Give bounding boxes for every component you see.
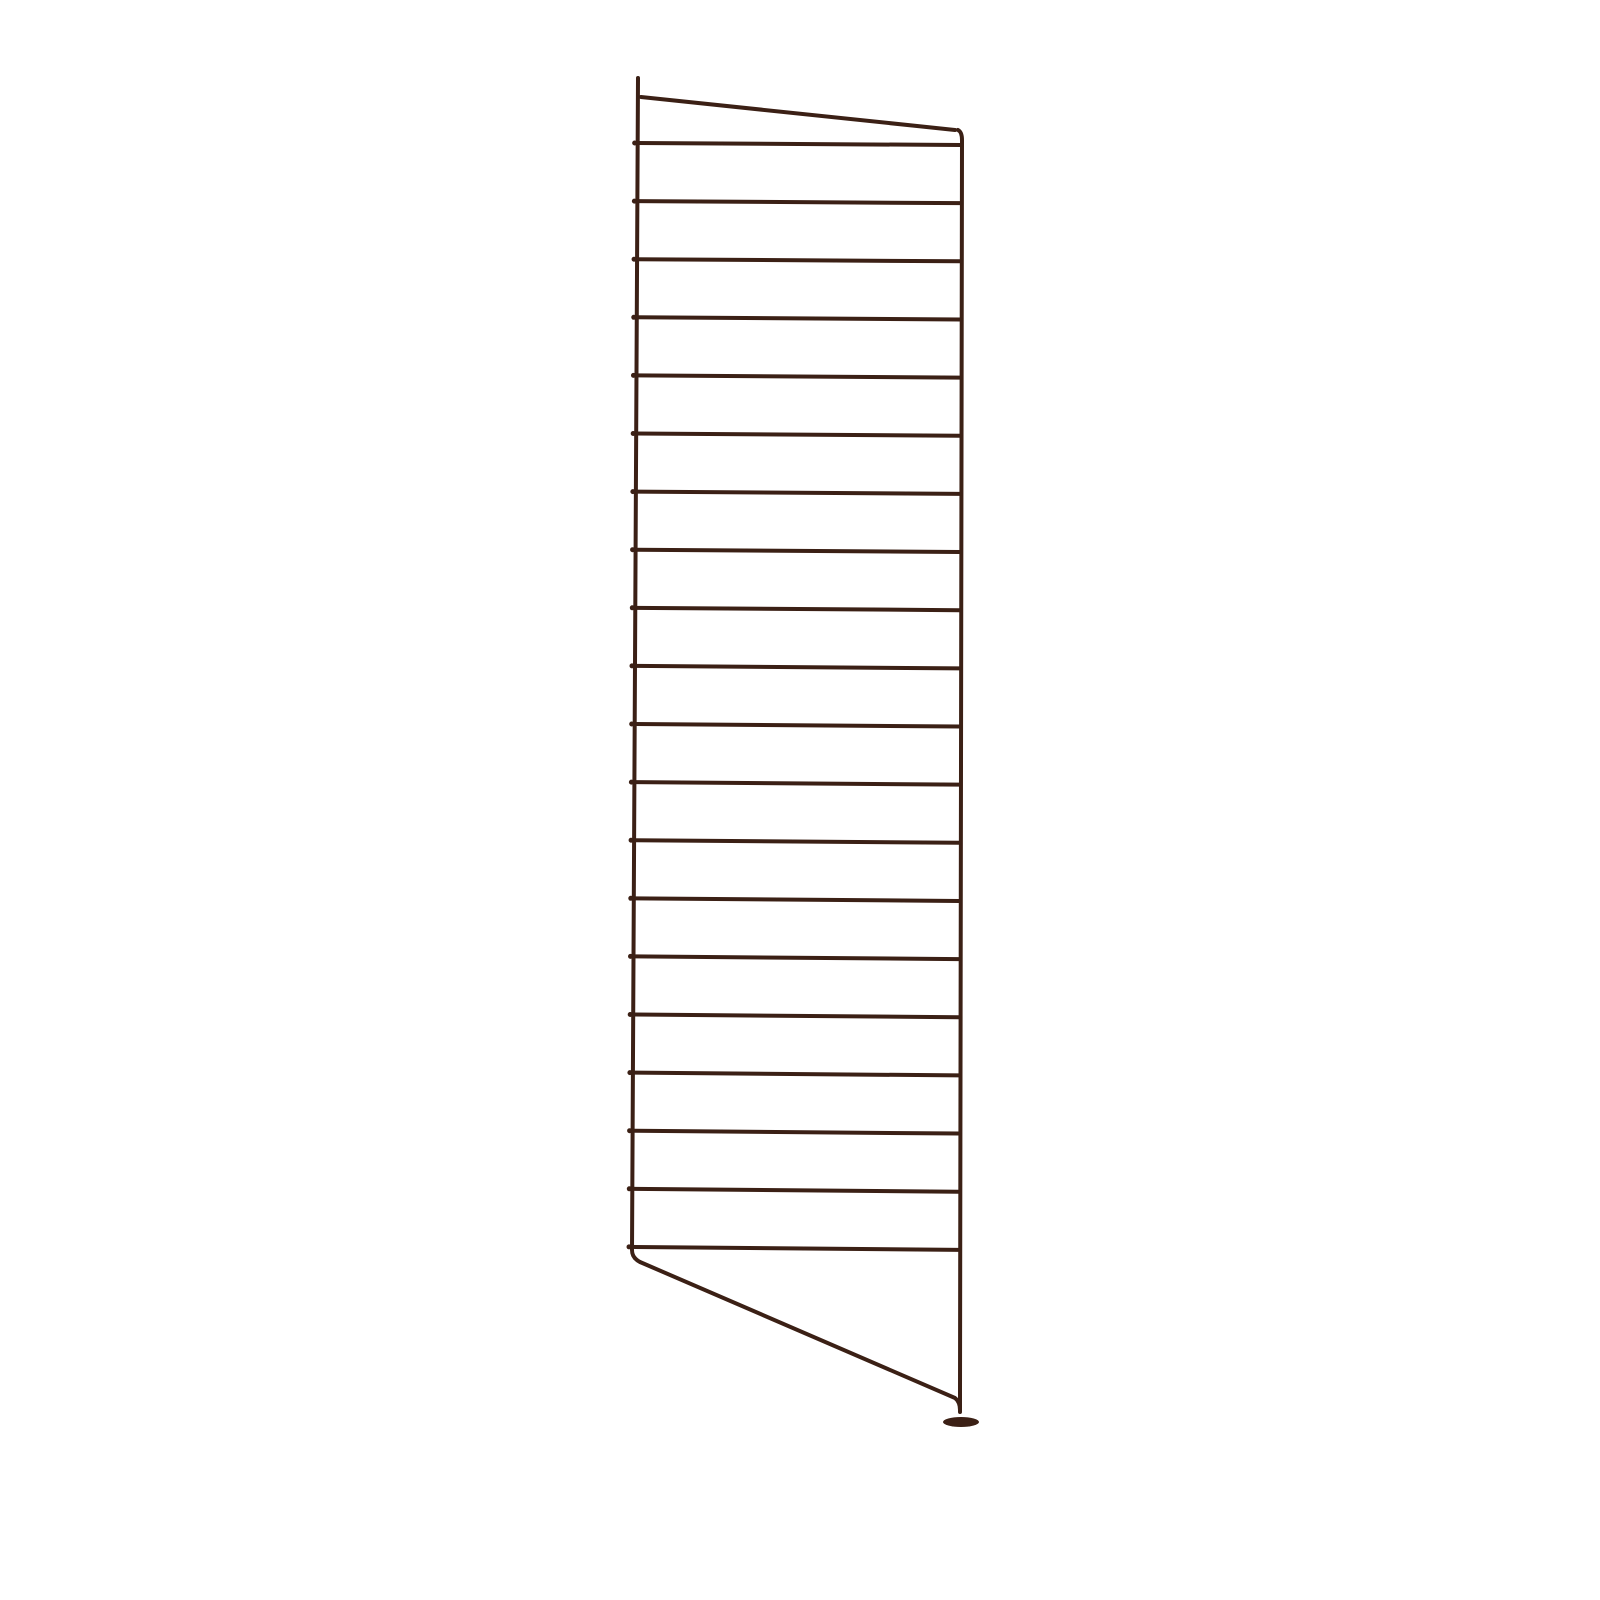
rung bbox=[628, 1070, 961, 1078]
left-rail bbox=[630, 76, 642, 1264]
rung bbox=[628, 1244, 961, 1252]
rung bbox=[631, 547, 963, 555]
rung bbox=[632, 431, 963, 438]
rung bbox=[632, 315, 963, 322]
rung bbox=[630, 838, 962, 845]
rung-weld-knob bbox=[629, 663, 635, 669]
rung-weld-knob bbox=[629, 605, 635, 611]
rung bbox=[628, 1128, 961, 1136]
rung bbox=[632, 373, 963, 380]
floor-foot bbox=[943, 1417, 979, 1427]
rung bbox=[630, 663, 962, 671]
rung-weld-knob bbox=[628, 779, 634, 785]
rung bbox=[631, 605, 962, 613]
rung-weld-knob bbox=[630, 372, 636, 378]
rung-weld-knob bbox=[627, 1128, 633, 1134]
rung-weld-knob bbox=[626, 1186, 632, 1192]
rung-weld-knob bbox=[628, 895, 634, 901]
rung-weld-knob bbox=[631, 314, 637, 320]
rung-weld-knob bbox=[626, 1244, 632, 1250]
rung-weld-knob bbox=[631, 198, 637, 204]
rung bbox=[630, 722, 962, 729]
rung-weld-knob bbox=[630, 547, 636, 553]
rung-weld-knob bbox=[631, 256, 637, 262]
rung bbox=[633, 199, 963, 206]
rung bbox=[629, 1012, 961, 1020]
right-rail bbox=[956, 128, 964, 1414]
rung bbox=[628, 1186, 961, 1194]
rung-weld-knob bbox=[628, 837, 634, 843]
rung-weld-knob bbox=[627, 1070, 633, 1076]
rungs bbox=[626, 140, 963, 1252]
rung bbox=[630, 780, 962, 787]
top-diagonal-brace bbox=[639, 95, 957, 132]
rung-weld-knob bbox=[632, 140, 638, 146]
rung-weld-knob bbox=[627, 1012, 633, 1017]
rung bbox=[631, 489, 963, 496]
rung-weld-knob bbox=[629, 721, 635, 727]
rung bbox=[629, 896, 962, 903]
bottom-diagonal-brace bbox=[638, 1260, 962, 1412]
rung bbox=[629, 954, 962, 962]
rung-weld-knob bbox=[630, 489, 636, 495]
rung bbox=[633, 141, 963, 147]
rung-weld-knob bbox=[630, 431, 636, 436]
rung bbox=[633, 257, 963, 264]
rung-weld-knob bbox=[628, 953, 634, 959]
